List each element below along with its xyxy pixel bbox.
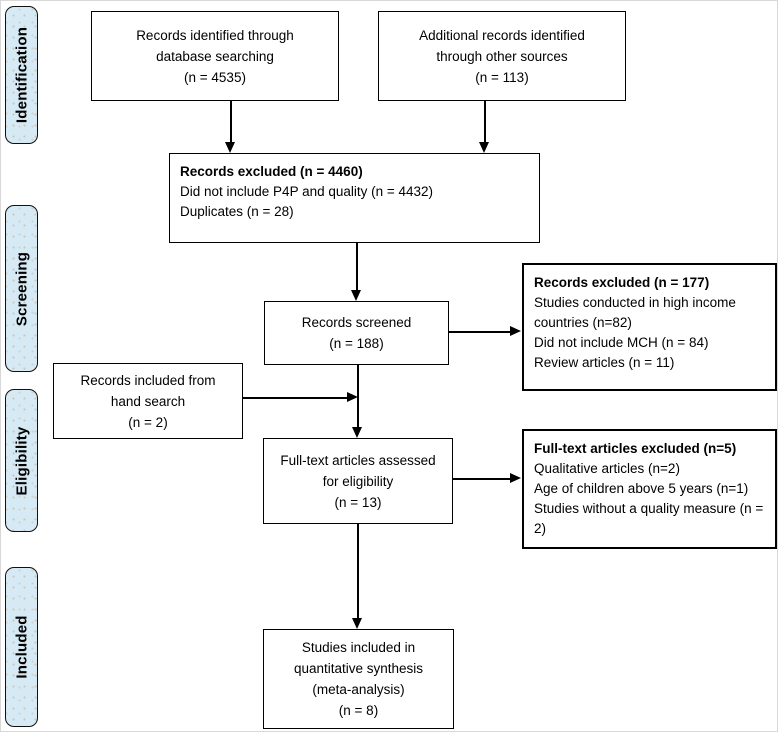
box-line: (n = 4535) [184, 69, 246, 85]
box-records-excluded-4460: Records excluded (n = 4460) Did not incl… [169, 153, 540, 243]
box-line: Did not include MCH (n = 84) [534, 335, 709, 350]
stage-identification: Identification [5, 6, 38, 144]
box-records-hand-search: Records included from hand search (n = 2… [53, 363, 243, 439]
box-line: database searching [156, 48, 274, 64]
box-line: Age of children above 5 years (n=1) [534, 481, 749, 496]
arrow-screened-to-excluded177-line [449, 331, 512, 333]
arrow-down-icon [225, 142, 235, 153]
arrow-excluded-to-screened-line [356, 243, 358, 291]
stage-screening-label: Screening [13, 251, 30, 326]
arrow-right-icon [510, 326, 521, 336]
box-studies-included: Studies included in quantitative synthes… [263, 629, 454, 729]
box-line: Records screened [301, 315, 412, 330]
box-line: (n = 113) [475, 69, 529, 85]
box-line: Review articles (n = 11) [534, 355, 675, 370]
arrow-handsearch-to-flow-line [243, 397, 349, 399]
arrow-fulltext-to-excluded-line [453, 478, 512, 480]
box-additional-records-other-sources: Additional records identified through ot… [378, 11, 626, 101]
stage-eligibility: Eligibility [5, 389, 38, 532]
arrow-other-to-excluded-line [484, 101, 486, 143]
box-line: quantitative synthesis [293, 661, 424, 676]
arrow-fulltext-to-included-line [357, 524, 359, 619]
arrow-down-icon [352, 427, 362, 438]
box-line: Records identified through [136, 27, 294, 43]
box-header: Records excluded (n = 177) [534, 275, 710, 290]
arrow-down-icon [479, 142, 489, 153]
box-line: through other sources [436, 48, 568, 64]
box-records-identified-database: Records identified through database sear… [91, 11, 339, 101]
box-line: Did not include P4P and quality (n = 443… [180, 184, 434, 199]
arrow-down-icon [351, 290, 361, 301]
arrow-right-icon [510, 473, 521, 483]
box-records-screened: Records screened (n = 188) [264, 301, 449, 365]
stage-identification-label: Identification [13, 26, 30, 124]
box-header: Records excluded (n = 4460) [180, 164, 363, 179]
box-line: Studies conducted in high income countri… [534, 295, 736, 330]
arrow-db-to-excluded-line [230, 101, 232, 143]
box-line: (meta-analysis) [312, 682, 405, 697]
arrow-right-icon [347, 392, 358, 402]
box-line: (n = 188) [329, 336, 384, 351]
stage-screening: Screening [5, 205, 38, 372]
box-line: for eligibility [322, 473, 394, 489]
box-line: (n = 8) [338, 703, 379, 718]
box-line: Qualitative articles (n=2) [534, 461, 680, 476]
box-line: Studies included in [301, 640, 416, 655]
arrow-down-icon [352, 618, 362, 629]
box-line: (n = 13) [334, 494, 382, 510]
box-fulltext-assessed: Full-text articles assessed for eligibil… [263, 438, 453, 524]
box-line: Full-text articles assessed [280, 452, 436, 468]
box-line: hand search [110, 393, 186, 409]
box-line: Studies without a quality measure (n = 2… [534, 501, 764, 536]
box-line: Duplicates (n = 28) [180, 204, 294, 219]
box-line: Additional records identified [419, 27, 585, 43]
stage-eligibility-label: Eligibility [13, 426, 30, 495]
box-line: Records included from [80, 372, 216, 388]
stage-included-label: Included [13, 615, 30, 679]
box-header: Full-text articles excluded (n=5) [534, 441, 737, 456]
stage-included: Included [5, 567, 38, 727]
box-line: (n = 2) [128, 414, 168, 430]
box-records-excluded-177: Records excluded (n = 177) Studies condu… [522, 263, 777, 391]
box-fulltext-excluded: Full-text articles excluded (n=5) Qualit… [522, 429, 777, 549]
